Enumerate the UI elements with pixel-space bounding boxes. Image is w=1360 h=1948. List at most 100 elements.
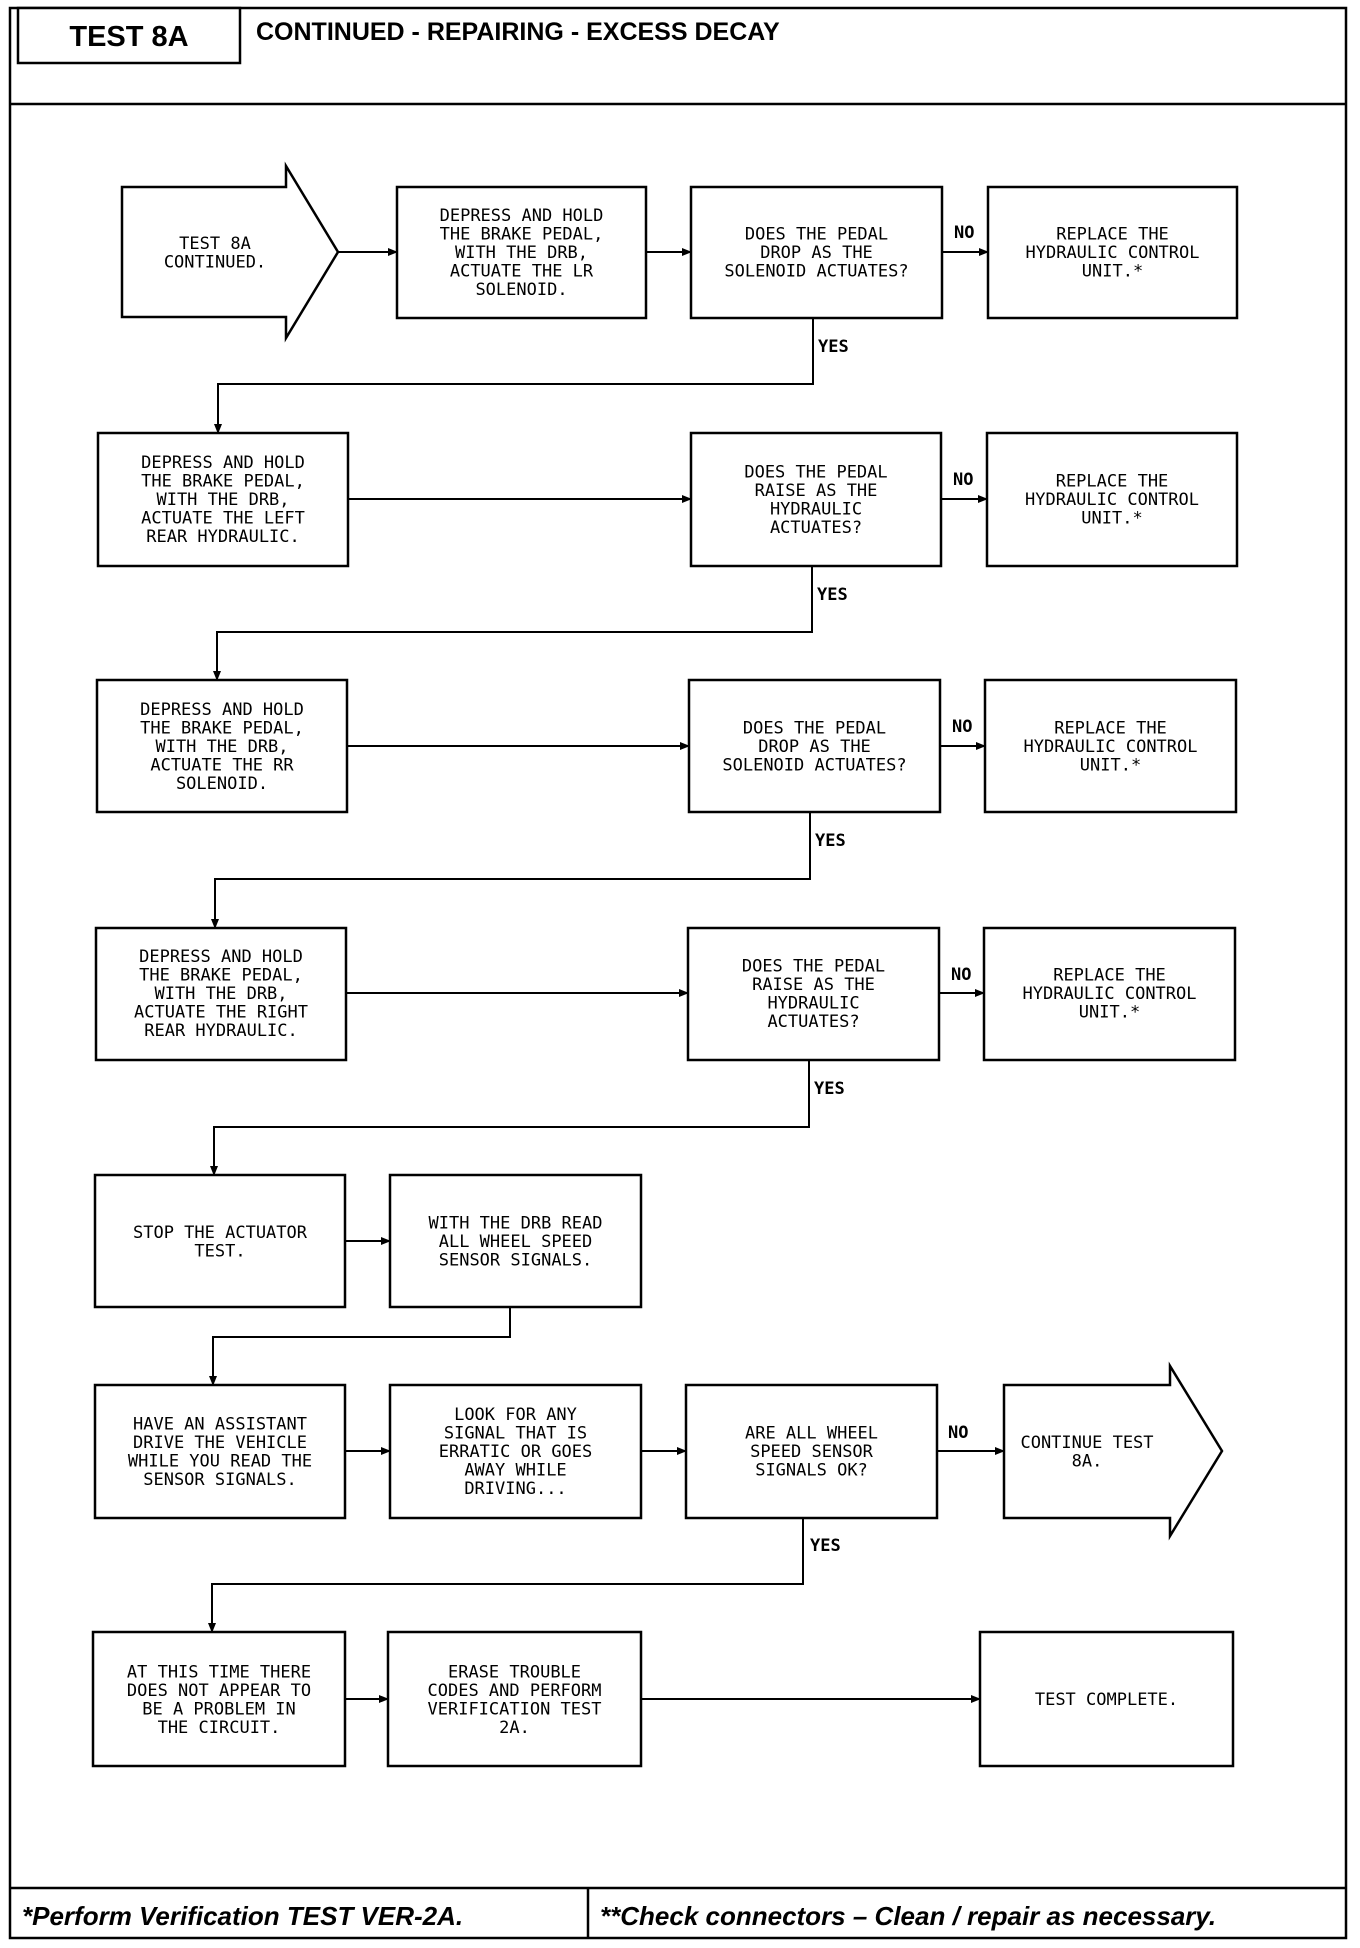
node-line: SOLENOID. bbox=[176, 774, 268, 794]
node-line: RAISE AS THE bbox=[755, 481, 878, 501]
node-line: THE BRAKE PEDAL, bbox=[140, 719, 304, 739]
node-line: HAVE AN ASSISTANT bbox=[133, 1414, 307, 1434]
flow-r1-yes bbox=[214, 318, 814, 434]
node-line: ERASE TROUBLE bbox=[448, 1662, 581, 1682]
node-signals-ok-box bbox=[684, 1383, 939, 1520]
node-line: UNIT.* bbox=[1081, 509, 1142, 529]
node-line: DEPRESS AND HOLD bbox=[140, 700, 304, 720]
node-line: TEST. bbox=[194, 1241, 245, 1261]
page-title: CONTINUED - REPAIRING - EXCESS DECAY bbox=[256, 18, 780, 46]
node-line: 8A. bbox=[1072, 1451, 1103, 1471]
node-line: 2A. bbox=[499, 1718, 530, 1738]
node-line: HYDRAULIC CONTROL bbox=[1026, 243, 1200, 263]
node-line: DEPRESS AND HOLD bbox=[141, 453, 305, 473]
flow-r4-yes bbox=[210, 1060, 810, 1176]
node-line: WITH THE DRB READ bbox=[429, 1214, 603, 1234]
node-line: ERRATIC OR GOES bbox=[439, 1442, 593, 1462]
flow-connectors bbox=[208, 248, 1005, 1703]
node-line: RAISE AS THE bbox=[752, 975, 875, 995]
node-line: DOES THE PEDAL bbox=[743, 719, 886, 739]
node-start-shape bbox=[120, 161, 340, 343]
node-line: ACTUATE THE LR bbox=[450, 262, 594, 282]
node-line: WITH THE DRB, bbox=[156, 490, 289, 510]
node-test-complete-box bbox=[978, 1630, 1235, 1768]
label-no-signals: NO bbox=[948, 1423, 968, 1443]
label-yes-r2: YES bbox=[817, 585, 848, 605]
node-line: BE A PROBLEM IN bbox=[142, 1699, 296, 1719]
node-line: STOP THE ACTUATOR bbox=[133, 1223, 308, 1243]
node-line: DOES THE PEDAL bbox=[745, 225, 888, 245]
label-yes-r4: YES bbox=[814, 1079, 845, 1099]
node-r3-question-box bbox=[687, 678, 942, 814]
node-line: THE BRAKE PEDAL, bbox=[440, 225, 604, 245]
footer-note-right: **Check connectors – Clean / repair as n… bbox=[600, 1901, 1216, 1931]
node-line: DOES THE PEDAL bbox=[742, 956, 885, 976]
node-assistant-drive-box bbox=[93, 1383, 347, 1520]
page-border bbox=[8, 6, 1348, 1940]
node-line: LOOK FOR ANY bbox=[454, 1405, 577, 1425]
node-line: ARE ALL WHEEL bbox=[745, 1424, 878, 1444]
flow-r2-yes bbox=[213, 566, 813, 681]
node-line: AT THIS TIME THERE bbox=[127, 1662, 311, 1682]
node-r4-question-box bbox=[686, 926, 941, 1062]
node-r1-action-box bbox=[395, 185, 648, 320]
node-line: SOLENOID. bbox=[475, 280, 567, 300]
node-line: DRIVE THE VEHICLE bbox=[133, 1433, 307, 1453]
label-no-r3: NO bbox=[952, 717, 972, 737]
node-line: DOES THE PEDAL bbox=[744, 462, 887, 482]
flow-r3-yes bbox=[211, 812, 811, 929]
node-line: DEPRESS AND HOLD bbox=[139, 947, 303, 967]
node-line: REPLACE THE bbox=[1056, 472, 1169, 492]
node-line: UNIT.* bbox=[1079, 1003, 1140, 1023]
node-test-complete-text: TEST COMPLETE. bbox=[1035, 1690, 1178, 1710]
node-line: SENSOR SIGNALS. bbox=[439, 1251, 593, 1271]
label-yes-r3: YES bbox=[815, 831, 846, 851]
node-look-erratic-box bbox=[388, 1383, 643, 1520]
node-line: UNIT.* bbox=[1080, 756, 1141, 776]
node-line: CONTINUE TEST bbox=[1020, 1433, 1153, 1453]
node-line: SIGNALS OK? bbox=[755, 1461, 868, 1481]
node-line: SPEED SENSOR bbox=[750, 1442, 874, 1462]
node-r2-action-box bbox=[96, 431, 350, 568]
node-line: HYDRAULIC CONTROL bbox=[1025, 490, 1199, 510]
node-line: VERIFICATION TEST bbox=[428, 1699, 602, 1719]
label-yes-r1: YES bbox=[818, 337, 849, 357]
node-line: ACTUATE THE RIGHT bbox=[134, 1003, 308, 1023]
label-no-r2: NO bbox=[953, 470, 973, 490]
node-line: REPLACE THE bbox=[1054, 719, 1167, 739]
node-r1-question-box bbox=[689, 185, 944, 320]
node-line: UNIT.* bbox=[1082, 262, 1143, 282]
node-line: DROP AS THE bbox=[758, 737, 871, 757]
node-line: ALL WHEEL SPEED bbox=[439, 1232, 593, 1252]
label-no-r4: NO bbox=[951, 965, 971, 985]
